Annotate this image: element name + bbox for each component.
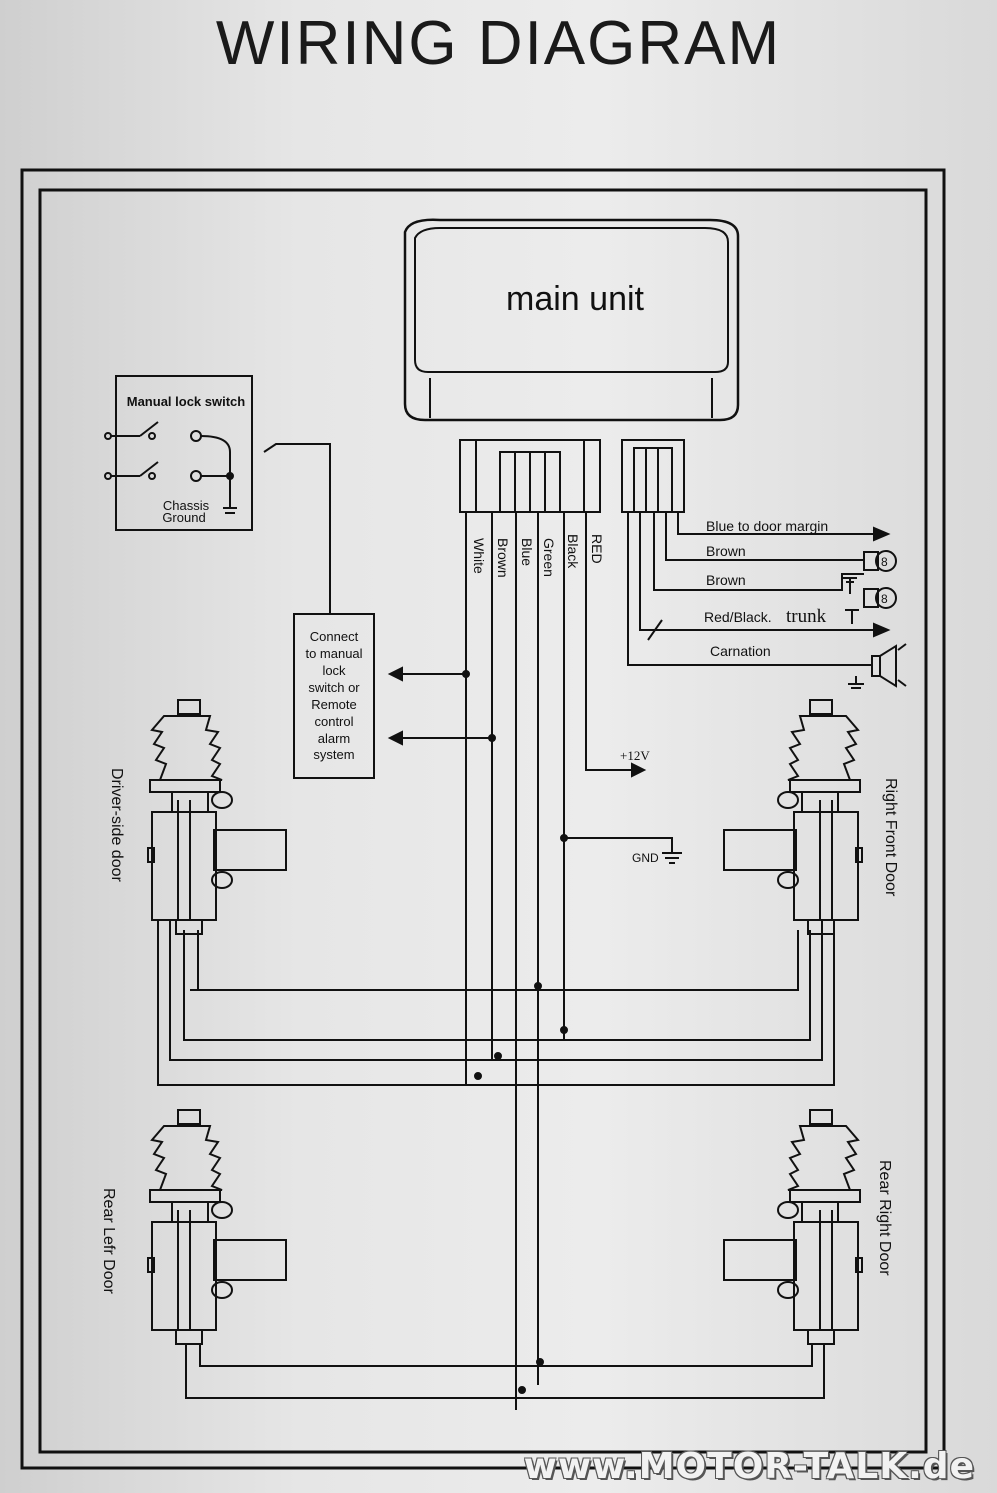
rear-door-loops (185, 1344, 825, 1399)
aux-output-wires (627, 512, 874, 666)
switch-wire (263, 443, 331, 614)
inner-frame (38, 188, 928, 1454)
main-unit-box (403, 218, 740, 422)
lamp-icon: 8 (863, 587, 897, 609)
connect-note-line: to manual (305, 646, 362, 661)
plus12-arrow-icon (631, 762, 647, 778)
connect-note-line: system (313, 747, 354, 762)
connect-note-box (293, 613, 375, 779)
output-brown-label: Brown (706, 572, 746, 588)
wire-label-black: Black (565, 534, 581, 569)
connector-aux (621, 439, 685, 513)
output-blue-door-label: Blue to door margin (706, 518, 828, 534)
lamp-icon: 8 (863, 550, 897, 572)
output-trunk-label: trunk (786, 606, 827, 627)
wire-label-green: Green (541, 538, 557, 577)
harness-wire-labels: White Brown Blue Green Black RED (471, 534, 605, 578)
outer-frame (20, 168, 946, 1470)
output-brown-label: Brown (706, 543, 746, 559)
rear-left-door-actuator (147, 1109, 287, 1345)
front-door-loops (157, 920, 835, 1086)
connect-note-line: lock (322, 663, 346, 678)
right-front-door-actuator (723, 699, 863, 935)
siren-icon (848, 643, 907, 689)
page-title: WIRING DIAGRAM (215, 9, 782, 78)
rear-left-door-label: Rear Lefr Door (100, 1188, 117, 1294)
chassis-label: Chassis (163, 498, 210, 513)
harness-wires (465, 512, 632, 1410)
junction-dots (474, 982, 568, 1394)
connect-note-line: Remote (311, 697, 357, 712)
wire-label-white: White (471, 538, 487, 574)
svg-text:8: 8 (881, 555, 888, 569)
main-unit-label: main unit (506, 280, 645, 318)
ground-label: Ground (162, 510, 205, 525)
plus12v-label: +12V (620, 748, 650, 763)
connect-note-line: Connect (310, 629, 359, 644)
output-red-black-label: Red/Black. (704, 609, 772, 625)
output-carnation-label: Carnation (710, 643, 771, 659)
svg-text:8: 8 (881, 592, 888, 606)
watermark-logo: www.MOTOR-TALK.de (523, 1446, 975, 1487)
rear-right-door-actuator (723, 1109, 863, 1345)
gnd-icon (662, 852, 682, 864)
gnd-label: GND (632, 851, 659, 865)
connect-note: Connect to manual lock switch or Remote … (305, 629, 362, 762)
connect-note-line: control (314, 714, 353, 729)
right-front-door-label: Right Front Door (882, 778, 899, 897)
driver-door-label: Driver-side door (108, 768, 125, 882)
connect-note-line: switch or (308, 680, 360, 695)
wire-label-red: RED (589, 534, 605, 564)
manual-lock-switch-box (104, 375, 253, 531)
wire-label-brown: Brown (495, 538, 511, 578)
wire-label-blue: Blue (519, 538, 535, 566)
rear-right-door-label: Rear Right Door (876, 1160, 893, 1276)
manual-lock-switch-title: Manual lock switch (127, 394, 246, 409)
driver-door-actuator (147, 699, 287, 935)
connector-main (459, 439, 601, 513)
gnd-wire (564, 837, 673, 852)
connect-note-line: alarm (318, 731, 351, 746)
